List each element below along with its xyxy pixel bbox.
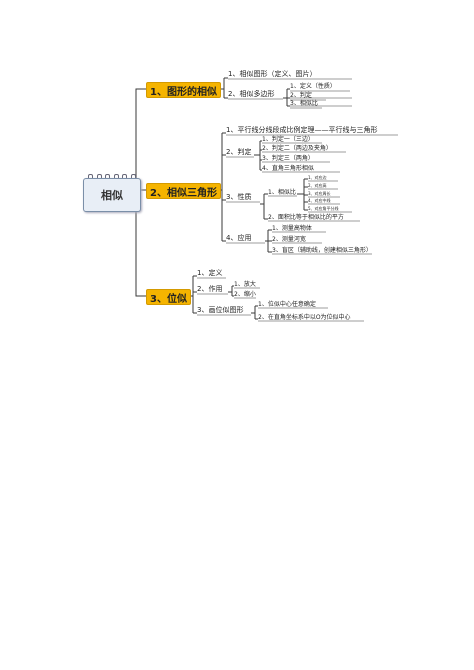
branch-2-label: 2、相似三角形 [150,187,217,199]
branch-2-node[interactable]: 2、相似三角形 [146,183,221,199]
b2-c4-item-3: 3、盲区（辅助线，创建相似三角形） [272,247,372,254]
b2-c2-item-2: 2、判定二（两边及夹角） [262,145,332,152]
b1-c2-item-3: 3、相似比 [290,100,318,107]
root-node[interactable]: 相似 [83,178,141,212]
b3-child-3: 3、画位似图形 [197,306,244,314]
b2-child-2: 2、判定 [226,148,252,156]
branch-3-label: 3、位似 [150,293,187,305]
branch-3-node[interactable]: 3、位似 [146,289,191,305]
root-label: 相似 [101,189,123,202]
b2-child-4: 4、应用 [226,234,252,242]
b2-child-3: 3、性质 [226,193,252,201]
b3-child-1: 1、定义 [197,269,223,277]
b1-child-1: 1、相似图形（定义、图片） [228,70,317,78]
b3-child-2: 2、作用 [197,285,223,293]
b3-c2-item-1: 1、放大 [234,281,256,288]
b2-c3-1-sub-2: 2、对应高 [308,183,327,188]
b1-child-2: 2、相似多边形 [228,90,275,98]
b3-c3-item-1: 1、位似中心任意确定 [258,301,316,308]
b2-c3-item-2: 2、面积比等于相似比的平方 [268,214,344,221]
b2-c2-item-1: 1、判定一（三边） [262,136,314,143]
b3-c3-item-2: 2、在直角坐标系中以O为位似中心 [258,314,351,321]
branch-1-node[interactable]: 1、图形的相似 [146,82,221,98]
b3-c2-item-2: 2、缩小 [234,291,256,298]
b2-c3-1-sub-3: 3、对应周长 [308,191,331,196]
b2-c2-item-4: 4、直角三角形相似 [262,165,314,172]
b2-c3-1-sub-4: 4、对应中线 [308,198,331,203]
b2-c3-1-sub-1: 1、对应边 [308,175,327,180]
b1-c2-item-1: 1、定义（性质） [290,83,336,90]
b2-c4-item-2: 2、测量河宽 [272,236,306,243]
b2-child-1: 1、平行线分线段成比例定理——平行线与三角形 [226,126,378,134]
b2-c2-item-3: 3、判定三（两角） [262,155,314,162]
b2-c3-1-sub-5: 5、对应角平分线 [308,206,339,211]
b2-c3-item-1: 1、相似比 [268,189,296,196]
b1-c2-item-2: 2、判定 [290,92,312,99]
branch-1-label: 1、图形的相似 [150,86,217,98]
b2-c4-item-1: 1、测量高物体 [272,225,312,232]
